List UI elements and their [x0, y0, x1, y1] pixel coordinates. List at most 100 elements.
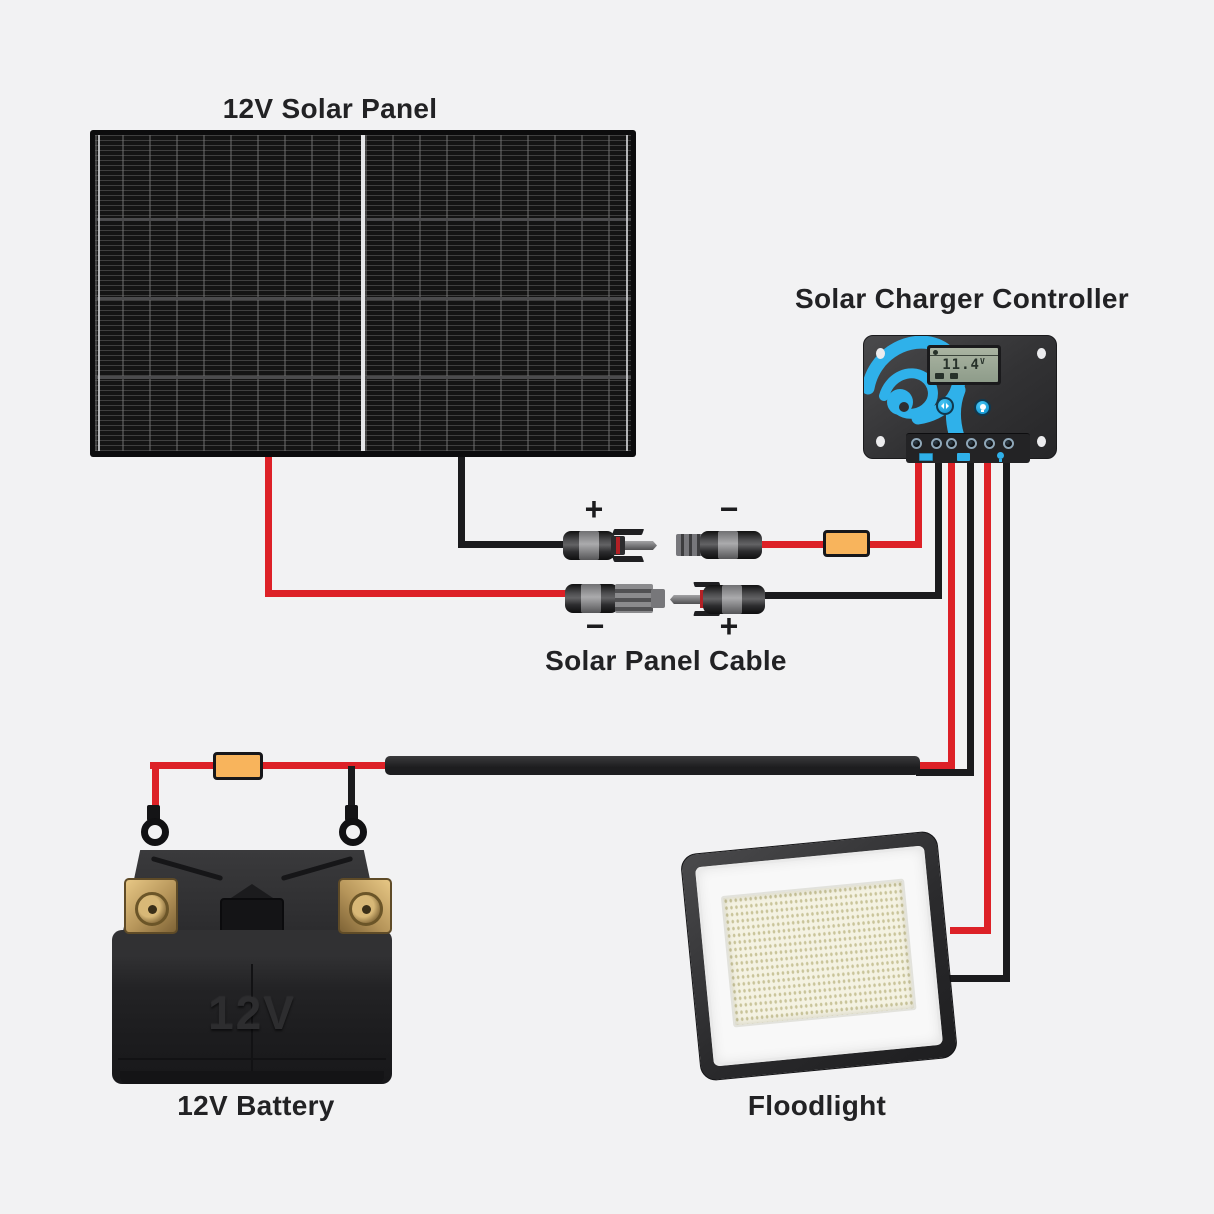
floodlight-label: Floodlight [747, 1090, 887, 1121]
mounting-hole [876, 348, 885, 359]
lcd-voltage-unit: V [979, 357, 986, 366]
cable-sleeve [385, 756, 920, 775]
mc4-tab [611, 556, 645, 562]
mc4-connector-top-right [676, 528, 768, 562]
mc4-band [579, 531, 599, 560]
polarity-mark-bottom-left: − [585, 608, 605, 644]
mc4-connector-bottom-left [563, 580, 673, 616]
controller-label: Solar Charger Controller [795, 283, 1129, 314]
battery-terminal-positive [124, 878, 178, 934]
mc4-pin [623, 541, 657, 550]
battery-vent-notch [228, 884, 276, 900]
terminal-screw-center [362, 905, 371, 914]
mc4-band [722, 585, 742, 614]
battery-icon [957, 453, 970, 461]
wave-blob [887, 389, 913, 415]
wire-load-minus-horizontal [945, 975, 1010, 982]
terminal-screw [1003, 438, 1014, 449]
mc4-band [718, 531, 738, 559]
controller-terminal-strip [906, 433, 1030, 463]
terminal-screw [984, 438, 995, 449]
terminal-screw [966, 438, 977, 449]
mc4-band [581, 584, 601, 613]
polarity-mark-top-right: − [719, 491, 739, 527]
wire-controller-battery-plus-vertical [948, 450, 955, 769]
wire-cable-to-controller-neg [765, 592, 942, 599]
bulb-icon [997, 452, 1004, 459]
mc4-connector-top-left [561, 528, 663, 564]
cable-label: Solar Panel Cable [545, 645, 787, 676]
wire-controller-load-plus-vertical [984, 450, 991, 934]
mc4-connector-bottom-right [670, 582, 770, 618]
wire-panel-positive-horizontal [265, 590, 570, 597]
lcd-screen: 11.4V [930, 348, 998, 382]
battery-ring-terminal-positive [141, 818, 169, 846]
controller-load-button [974, 399, 991, 416]
battery-label: 12V Battery [177, 1090, 335, 1121]
arrows-icon [938, 403, 944, 409]
battery-seam-vertical [251, 964, 253, 1082]
controller-lcd: 11.4V [927, 345, 1001, 385]
battery-seam-horizontal [118, 1058, 386, 1060]
battery-ring-terminal-stem-negative [345, 805, 358, 821]
charge-controller-image: 11.4V [863, 335, 1057, 463]
floodlight-image [679, 830, 959, 1082]
wire-panel-positive-vertical [265, 455, 272, 597]
battery-center-recess [220, 898, 284, 936]
battery-embossed-text: 12V [208, 987, 296, 1039]
mounting-hole [876, 436, 885, 447]
battery-image: 12V [112, 846, 392, 1084]
lcd-sun-icon [933, 350, 938, 355]
bulb-stem [981, 409, 984, 412]
terminal-screw [931, 438, 942, 449]
lcd-panel-icon [935, 373, 944, 379]
lcd-battery-icon [950, 373, 958, 379]
terminal-screw [946, 438, 957, 449]
mc4-crown-tip [651, 589, 665, 608]
mounting-hole [1037, 436, 1046, 447]
battery-foot [120, 1071, 384, 1084]
mc4-lock-ring [676, 534, 704, 556]
wire-battery-positive-horizontal [150, 762, 388, 769]
mc4-oring [700, 590, 704, 608]
wire-panel-negative-vertical [458, 455, 465, 548]
battery-ring-terminal-stem-positive [147, 805, 160, 821]
wire-battery-positive-vertical [152, 762, 159, 812]
wave-dot [899, 402, 909, 412]
bulb-icon-stem [999, 459, 1002, 462]
terminal-screw [911, 438, 922, 449]
wire-panel-negative-horizontal [458, 541, 572, 548]
battery-ring-terminal-negative [339, 818, 367, 846]
controller-select-button [936, 397, 954, 415]
arrows-icon [946, 403, 952, 409]
lcd-reading: 11.4V [930, 357, 998, 373]
lcd-top-row [930, 348, 998, 356]
battery-body [112, 930, 392, 1084]
wire-controller-pv-minus-vertical [935, 450, 942, 599]
solar-panel-image [90, 130, 636, 457]
panel-busbar-left [98, 135, 100, 451]
mounting-hole [1037, 348, 1046, 359]
wire-load-plus-horizontal [950, 927, 991, 934]
mc4-pin [670, 595, 702, 604]
solar-panel-label: 12V Solar Panel [222, 93, 438, 124]
panel-busbar-center [361, 135, 365, 451]
wire-controller-pv-plus-vertical [915, 450, 922, 548]
polarity-mark-bottom-right: + [719, 608, 739, 644]
battery-terminal-negative [338, 878, 392, 934]
mc4-crown [615, 584, 653, 613]
panel-busbar-right [626, 135, 628, 451]
inline-fuse-battery [213, 752, 263, 780]
bulb-icon [979, 403, 986, 410]
lcd-voltage-value: 11.4 [942, 357, 980, 373]
mc4-oring [616, 537, 620, 554]
wire-controller-load-minus-vertical [1003, 450, 1010, 982]
polarity-mark-top-left: + [584, 491, 604, 527]
terminal-screw-head [349, 892, 383, 926]
mc4-tab [611, 529, 645, 535]
wire-controller-battery-plus-horizontal [916, 762, 955, 769]
wire-controller-battery-minus-vertical [967, 450, 974, 776]
wire-battery-negative-vertical [348, 766, 355, 812]
floodlight-led-array [720, 878, 917, 1028]
